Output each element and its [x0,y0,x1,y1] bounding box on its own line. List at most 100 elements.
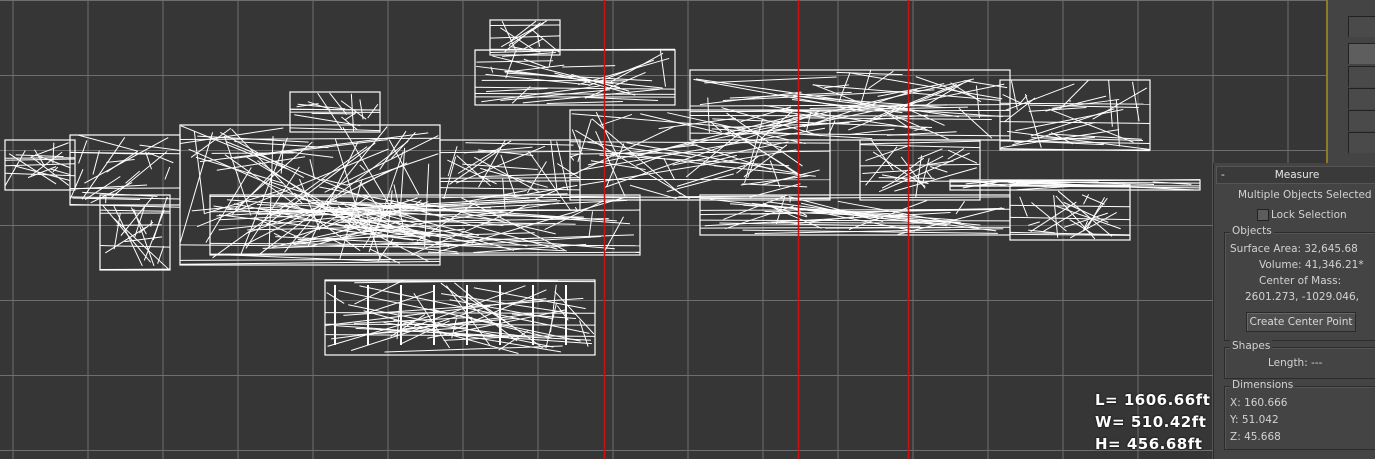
wireframe-edge [700,209,993,216]
wireframe-edge [195,156,284,184]
wireframe-edge [390,132,416,159]
wireframe-edge [659,50,666,87]
wireframe-edge [556,141,569,191]
wireframe-edge [473,287,586,310]
wireframe-edge [915,155,923,198]
wireframe-edge [273,232,281,238]
wireframe-edge [1108,80,1113,127]
wireframe-edge [754,228,1004,234]
wireframe-edge [689,132,1011,137]
wireframe-edge [84,137,169,184]
wireframe-edge [595,111,619,158]
wireframe-edge [859,163,981,167]
wireframe-edge [828,120,836,134]
wireframe-edge [930,166,948,173]
wireframe-edge [729,91,852,99]
panel-button[interactable] [1348,110,1375,131]
wireframe-edge [877,83,945,97]
wireframe-edge [1028,229,1056,234]
wireframe-edge [824,84,849,89]
wireframe-edge [275,202,492,209]
wireframe-edge [474,48,676,51]
wireframe-edge [1009,204,1131,208]
panel-button[interactable] [1348,16,1375,37]
wireframe-edge [441,293,577,315]
wireframe-hull [859,139,981,201]
wireframe-edge [958,107,993,139]
wireframe-edge [1009,233,1131,236]
wireframe-edge [353,316,473,324]
wireframe-edge [911,110,945,126]
wireframe-edge [1049,133,1142,140]
collapse-toggle[interactable]: - [1221,169,1225,181]
wireframe-edge [1030,201,1077,233]
wireframe-hull [99,194,171,271]
panel-button[interactable] [1348,132,1375,153]
wireframe-edge [106,159,135,163]
measure-panel: - Measure Multiple Objects Selected Lock… [1213,163,1375,459]
wireframe-edge [1016,185,1070,191]
wireframe-edge [143,209,165,261]
wireframe-edge [164,166,171,180]
wireframe-edge [231,172,273,215]
wireframe-edge [139,144,180,151]
wireframe-edge [4,150,26,187]
surface-area: Surface Area: 32,645.68 [1230,243,1358,255]
wireframe-edge [314,202,450,248]
wireframe-edge [478,139,506,188]
wireframe-edge [579,147,725,168]
wireframe-edge [30,142,69,158]
dimension-x: X: 160.666 [1230,397,1288,409]
wireframe-edge [587,121,798,166]
wireframe-edge [527,161,547,194]
wireframe-hull [324,279,596,356]
wireframe-edge [447,159,497,185]
wireframe-edge [658,117,736,130]
wireframe-edge [439,187,581,191]
width-readout: W= 510.42ft [1095,413,1207,431]
wireframe-edge [1002,94,1021,104]
wireframe-edge [603,216,624,254]
wireframe-edge [530,28,560,53]
panel-button[interactable] [1348,66,1375,87]
wireframe-edge [69,169,84,200]
measure-rollout-header[interactable]: - Measure [1216,166,1375,184]
wireframe-edge [294,114,361,127]
wireframe-edge [686,142,772,171]
wireframe-edge [383,322,562,353]
panel-button-active[interactable] [1348,43,1375,64]
wireframe-edge [848,128,895,136]
wireframe-edge [574,206,578,210]
wireframe-edge [152,196,168,241]
wireframe-edge [599,154,790,167]
wireframe-edge [492,55,620,89]
lock-selection-checkbox[interactable] [1257,209,1269,221]
wireframe-edge [282,150,334,158]
wireframe-edge [1031,137,1143,142]
create-center-point-button[interactable]: Create Center Point [1246,312,1356,332]
wireframe-edge [535,186,565,200]
panel-button[interactable] [1348,88,1375,109]
wireframe-edge [1004,97,1036,123]
wireframe-edge [296,103,319,108]
wireframe-edge [709,120,722,133]
wireframe-edge [321,178,349,186]
wireframe-edge [219,254,391,262]
wireframe-edge [490,66,494,73]
wireframe-edge [577,118,592,163]
wireframe-edge [52,166,59,173]
wireframe-edge [485,73,590,86]
wireframe-edge [303,199,558,212]
wireframe-edge [8,153,57,185]
wireframe-edge [689,114,1011,117]
wireframe-edge [721,125,737,138]
wireframe-edge [689,104,1011,107]
wireframe-edge [379,130,407,170]
wireframe-edge [486,87,548,92]
wireframe-edge [788,196,863,217]
wireframe-edge [13,165,70,181]
wireframe-edge [501,20,517,53]
wireframe-edge [975,85,980,119]
